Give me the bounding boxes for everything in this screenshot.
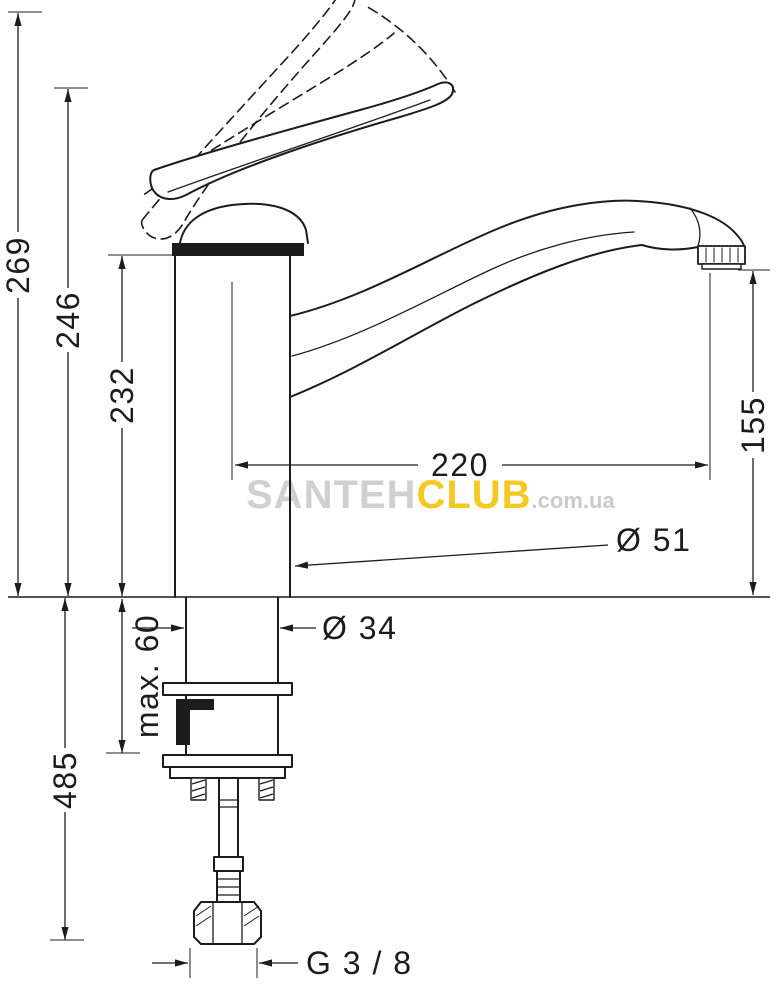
watermark: SANTEHCLUB.com.ua <box>246 473 615 517</box>
extension-lines <box>8 11 770 978</box>
dim-label-shaft-diameter: Ø 34 <box>322 610 397 646</box>
threaded-stud-right <box>258 777 275 801</box>
dim-label-body-diameter: Ø 51 <box>616 522 691 558</box>
connection-nut <box>193 901 262 945</box>
mounting-flange <box>162 682 293 696</box>
mounting-claw <box>176 699 214 745</box>
dim-label-outlet-height: 155 <box>735 396 771 454</box>
mounting-hardware <box>162 597 293 945</box>
spout-head-line <box>689 207 701 247</box>
dim-label-max-deck-thickness: max. 60 <box>129 614 165 738</box>
aerator <box>697 245 746 270</box>
watermark-part2: CLUB <box>416 473 531 517</box>
dim-label-thread-size: G 3 / 8 <box>306 945 413 981</box>
watermark-part1: SANTEH <box>246 473 416 517</box>
lever-handle <box>149 81 454 201</box>
dim-label-body-height: 232 <box>104 366 140 424</box>
dim-label-overall-height: 269 <box>0 236 36 294</box>
dim-label-hose-length: 485 <box>47 751 83 809</box>
body-top-band <box>172 243 304 256</box>
cartridge-dome <box>179 202 309 244</box>
lever-handle-edge-line <box>167 99 431 193</box>
dimension-lines <box>14 13 757 967</box>
washer-plate-upper <box>162 754 293 768</box>
dim-label-spout-reach: 220 <box>431 447 489 483</box>
watermark-part3: .com.ua <box>532 488 616 513</box>
supply-pipe <box>218 778 239 857</box>
lever-motion-arc <box>365 5 456 93</box>
lever-raised-dashed <box>140 0 456 240</box>
faucet-above-counter <box>140 0 746 598</box>
hose-fitting <box>213 856 244 903</box>
spout-inner-line <box>291 231 635 357</box>
dim-label-handle-tip-height: 246 <box>50 291 86 349</box>
faucet-body <box>174 255 291 598</box>
spout <box>289 199 745 398</box>
washer-plate-lower <box>169 766 286 779</box>
threaded-stud-left <box>190 777 207 801</box>
